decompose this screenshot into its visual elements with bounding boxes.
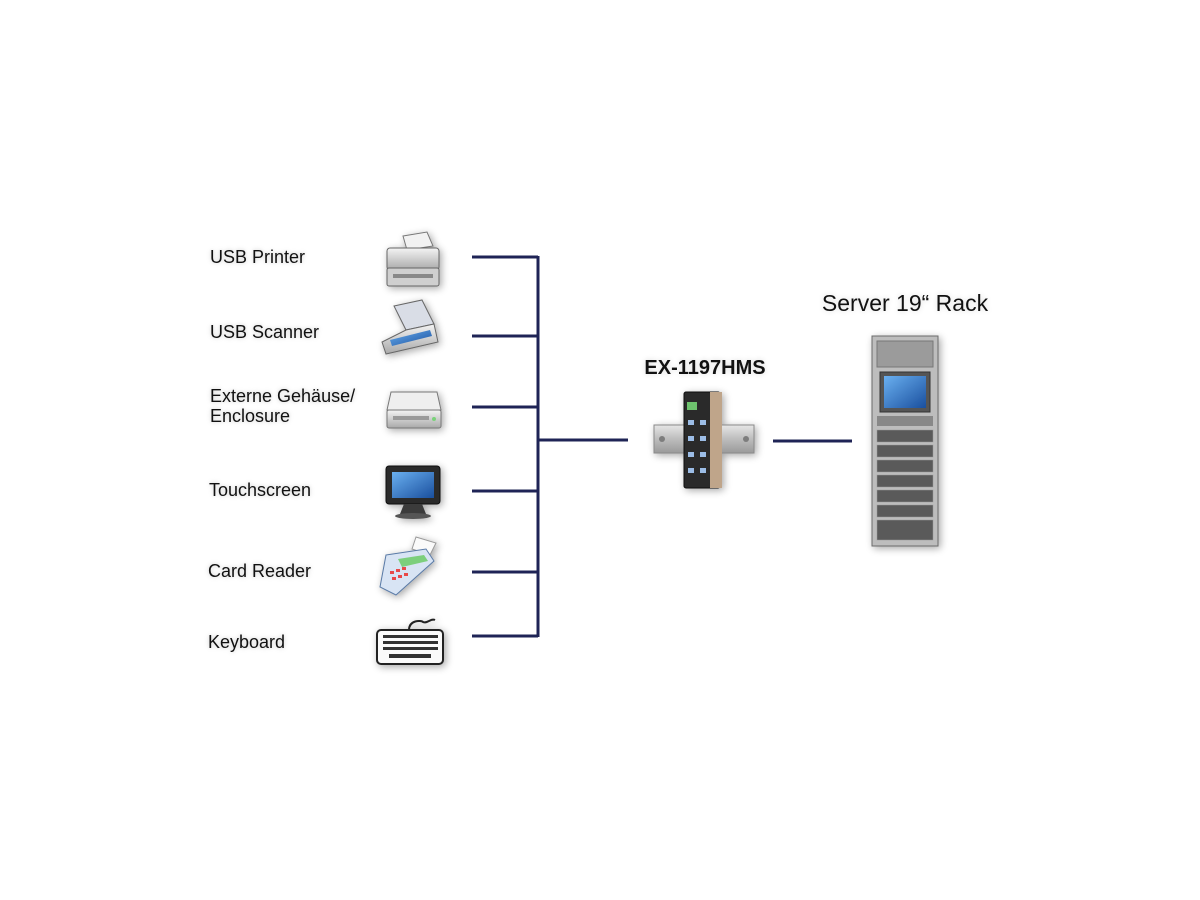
connector-lines <box>472 255 852 638</box>
hub-label: EX-1197HMS <box>644 357 766 379</box>
touchscreen-monitor-icon <box>385 465 441 519</box>
label-usb-scanner: USB Scanner <box>210 322 320 342</box>
usb-hub-din-rail-icon <box>653 391 755 489</box>
server-rack-label: Server 19“ Rack <box>821 290 989 316</box>
hard-drive-enclosure-icon <box>386 391 442 429</box>
scanner-icon <box>381 299 439 355</box>
label-card-reader: Card Reader <box>208 561 312 581</box>
label-usb-printer: USB Printer <box>210 247 306 267</box>
server-rack-icon <box>871 335 939 547</box>
keyboard-icon <box>376 618 444 665</box>
card-reader-icon <box>379 536 437 596</box>
label-keyboard: Keyboard <box>208 632 286 652</box>
label-external-enclosure: Externe Gehäuse/ Enclosure <box>210 386 356 426</box>
printer-icon <box>386 231 440 287</box>
label-touchscreen: Touchscreen <box>209 480 312 500</box>
